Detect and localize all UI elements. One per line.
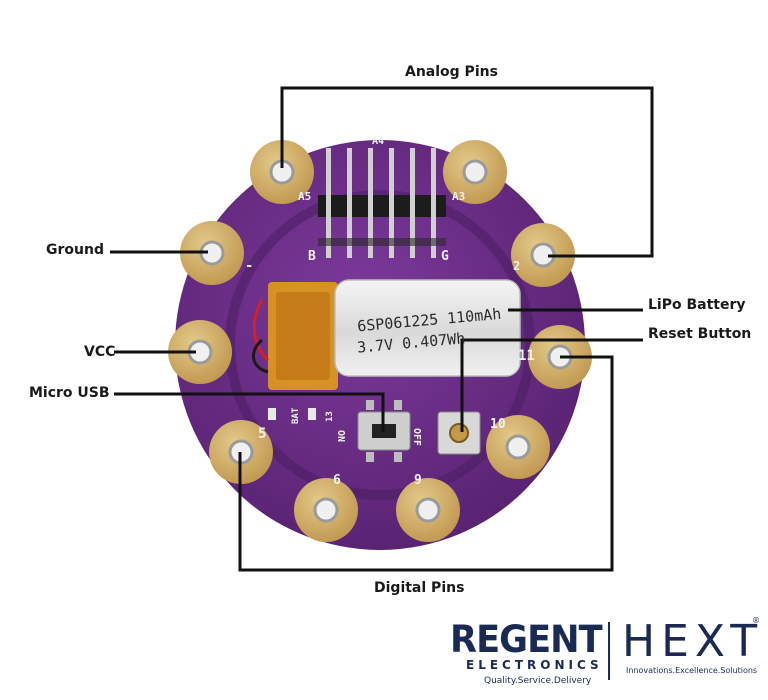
ground-label: Ground: [46, 242, 104, 258]
regent-electronics-text: ELECTRONICS: [466, 658, 603, 672]
lipo-battery: [252, 279, 521, 390]
silk-bat: BAT: [291, 407, 301, 424]
silk-a4: A4: [372, 136, 384, 147]
silk-9: 9: [414, 473, 422, 488]
lipo-battery-label: LiPo Battery: [648, 297, 746, 313]
silk-13: 13: [325, 411, 335, 422]
pad-9: [396, 478, 460, 542]
digital-pins-label: Digital Pins: [374, 580, 465, 596]
logo-divider: [608, 622, 610, 680]
silk-a5: A5: [298, 190, 311, 203]
reset-button: [437, 411, 481, 455]
silk-g: G: [441, 249, 449, 264]
pad-6: [294, 478, 358, 542]
micro-usb-line: [114, 392, 385, 432]
pad-ground: [180, 221, 244, 285]
silk-minus: -: [245, 258, 253, 274]
pad-10: [486, 415, 550, 479]
silk-a3: A3: [452, 190, 465, 203]
analog-pins-line: [280, 86, 654, 258]
registered-mark: ®: [752, 616, 760, 625]
silk-11: 11: [518, 348, 535, 364]
hext-tagline: Innovations.Excellence.Solutions: [626, 666, 758, 675]
silk-off: OFF: [411, 428, 422, 446]
header-pins: [318, 148, 446, 258]
reset-button-label: Reset Button: [648, 326, 752, 342]
hext-logo-text: HEXT: [622, 616, 764, 667]
pad-a3: [443, 140, 507, 204]
callout-lines: [110, 86, 654, 572]
pad-a5: [250, 140, 314, 204]
digital-pins-line: [238, 355, 614, 572]
micro-usb-label: Micro USB: [29, 385, 110, 401]
pad-vcc: [168, 320, 232, 384]
regent-logo-text: REGENT: [450, 618, 603, 661]
analog-pins-label: Analog Pins: [405, 64, 498, 80]
regent-tagline: Quality.Service.Delivery: [484, 676, 592, 686]
silk-2: 2: [513, 259, 520, 273]
silk-5: 5: [258, 426, 266, 442]
pad-2: [511, 223, 575, 287]
silk-b: B: [308, 249, 316, 264]
vcc-label: VCC: [84, 344, 116, 360]
silk-10: 10: [490, 417, 506, 432]
reset-button-line: [460, 338, 643, 432]
led-13: [308, 408, 316, 420]
led-bat: [268, 408, 276, 420]
silk-6: 6: [333, 473, 341, 488]
silk-on: ON: [335, 430, 346, 442]
